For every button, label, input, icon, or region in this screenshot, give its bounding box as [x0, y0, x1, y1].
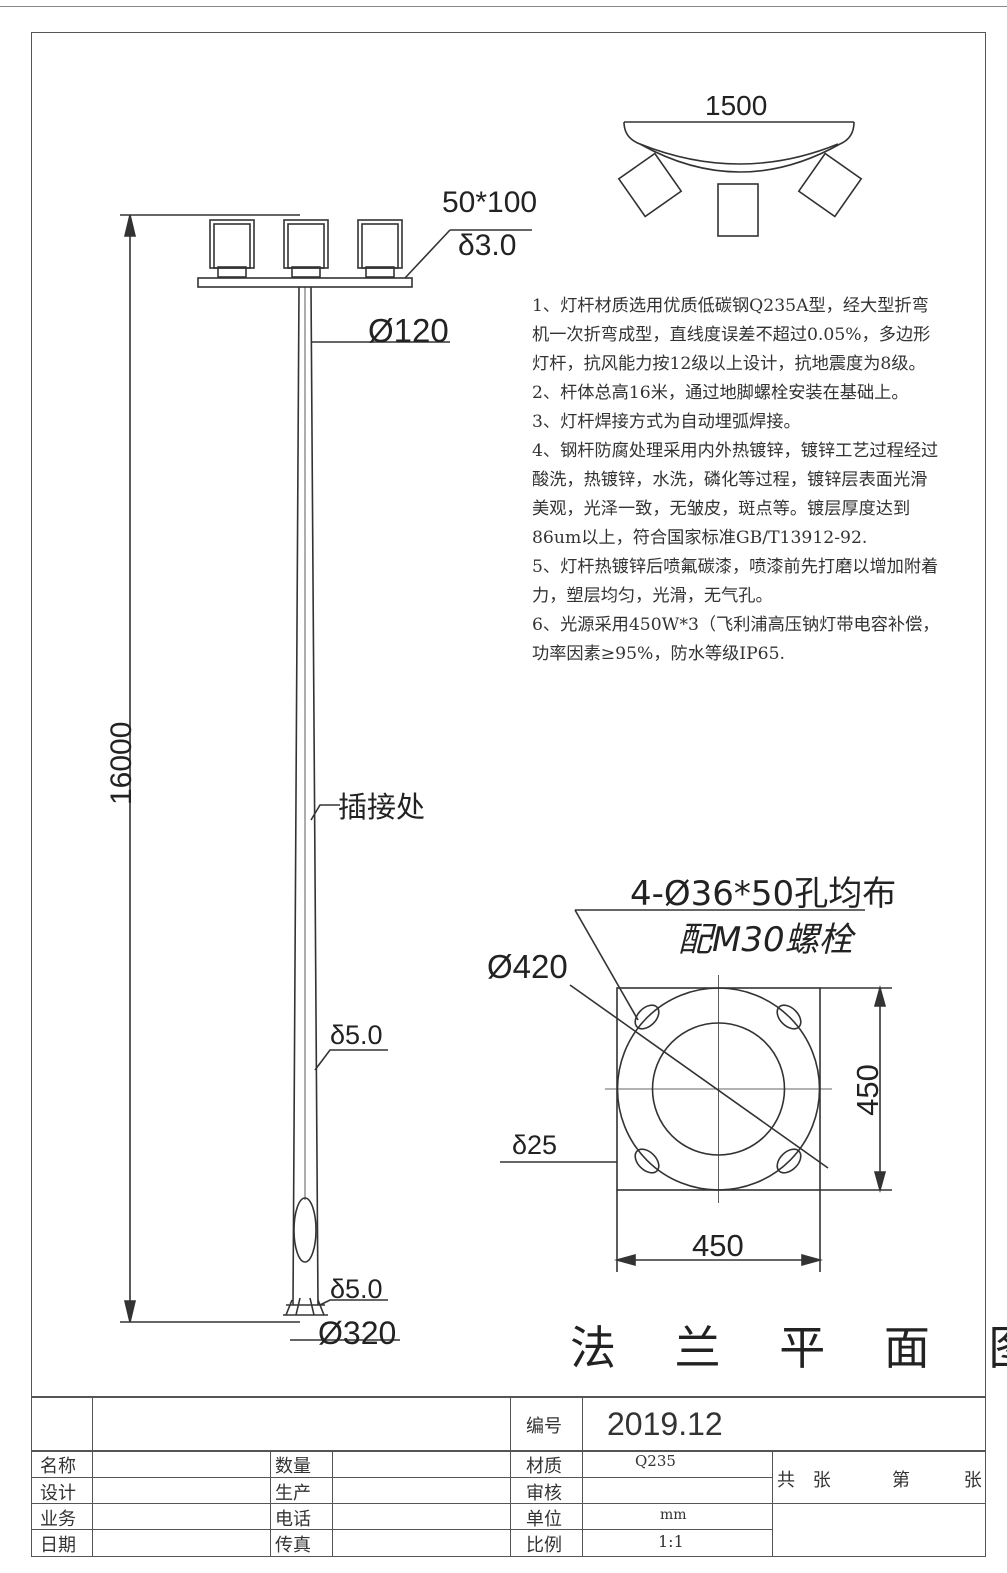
flange-width-label: 450 — [692, 1228, 744, 1263]
page-top-rule — [0, 6, 1007, 7]
flange-height-label: 450 — [850, 1064, 885, 1116]
top-view-width-label: 1500 — [705, 90, 768, 121]
top-plate-thickness-label: δ3.0 — [458, 229, 517, 262]
production-label: 生产 — [275, 1483, 311, 1504]
note-3: 3、灯杆焊接方式为自动埋弧焊接。 — [532, 412, 801, 432]
lamp-fixture-2 — [283, 219, 329, 278]
flange-plan-view — [500, 909, 892, 1272]
note-2: 2、杆体总高16米，通过地脚螺栓安装在基础上。 — [532, 383, 909, 403]
scale-label: 比例 — [526, 1535, 562, 1556]
flange-bolt-note: 配M30螺栓 — [678, 920, 853, 960]
note-6: 6、光源采用450W*3（飞利浦高压钠灯带电容补偿，功率因素≥95%，防水等级I… — [532, 615, 940, 664]
name-label: 名称 — [40, 1456, 76, 1477]
top-diameter-label: Ø120 — [368, 312, 449, 349]
lamp-fixture-3 — [357, 219, 403, 278]
wall-thickness-leader — [314, 1049, 388, 1071]
business-label: 业务 — [40, 1509, 76, 1530]
base-wall-thickness-label: δ5.0 — [330, 1274, 383, 1304]
total-height-label: 16000 — [105, 721, 138, 805]
flange-plan-title: 法 兰 平 面 图 — [570, 1321, 1007, 1375]
quantity-label: 数量 — [275, 1456, 311, 1477]
joint-leader — [310, 804, 340, 821]
unit-value: mm — [660, 1507, 687, 1523]
sheets-total: 共 张 — [777, 1470, 837, 1491]
scale-value: 1:1 — [658, 1532, 684, 1551]
pole-shaft — [283, 286, 328, 1316]
number-value: 2019.12 — [607, 1406, 723, 1442]
lamp-arm-top-view — [617, 121, 863, 237]
drawing-frame — [31, 32, 986, 1557]
flange-circle-diameter-label: Ø420 — [487, 948, 568, 985]
technical-notes: 1、灯杆材质选用优质低碳钢Q235A型，经大型折弯机一次折弯成型，直线度误差不超… — [532, 292, 944, 669]
wall-thickness-label: δ5.0 — [330, 1020, 383, 1050]
material-value: Q235 — [635, 1452, 676, 1470]
fax-label: 传真 — [275, 1535, 311, 1556]
lamp-fixture-1 — [209, 219, 255, 278]
title-block: 编号 2019.12 名称 数量 材质 Q235 共 张 第 张 设计 生产 审… — [32, 1396, 986, 1557]
top-plate-size-label: 50*100 — [442, 186, 538, 219]
note-1: 1、灯杆材质选用优质低碳钢Q235A型，经大型折弯机一次折弯成型，直线度误差不超… — [532, 296, 931, 374]
unit-label: 单位 — [526, 1509, 562, 1530]
material-label: 材质 — [526, 1456, 562, 1477]
number-label: 编号 — [526, 1416, 562, 1437]
base-wall-leader — [319, 1299, 388, 1306]
flange-plate-thickness-label: δ25 — [512, 1130, 558, 1160]
joint-label: 插接处 — [338, 790, 426, 824]
note-4: 4、钢杆防腐处理采用内外热镀锌，镀锌工艺过程经过酸洗，热镀锌，水洗，磷化等过程，… — [532, 441, 939, 548]
phone-label: 电话 — [275, 1509, 311, 1530]
design-label: 设计 — [40, 1483, 76, 1504]
date-label: 日期 — [40, 1535, 76, 1556]
review-label: 审核 — [526, 1483, 562, 1504]
flange-hole-note: 4-Ø36*50孔均布 — [630, 874, 897, 914]
base-diameter-label: Ø320 — [318, 1315, 397, 1351]
height-dimension-line — [120, 214, 300, 1323]
note-5: 5、灯杆热镀锌后喷氟碳漆，喷漆前先打磨以增加附着力，塑层均匀，光滑，无气孔。 — [532, 557, 939, 606]
sheet-number: 第 张 — [892, 1470, 1006, 1491]
